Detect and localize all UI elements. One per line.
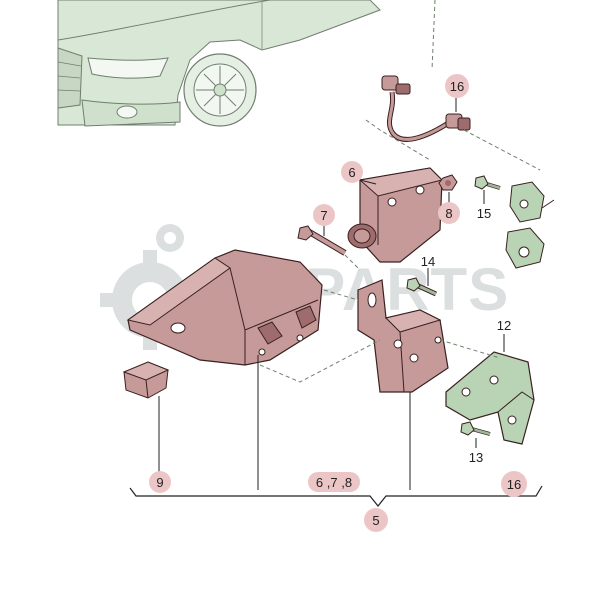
svg-text:16: 16 xyxy=(450,79,464,94)
callout-16-top: 16 xyxy=(445,74,469,98)
car-foglight xyxy=(116,105,138,119)
part-16-sensor-cable xyxy=(381,75,471,142)
svg-text:15: 15 xyxy=(477,206,491,221)
part-7-bolt xyxy=(297,225,347,256)
car-front-illustration xyxy=(57,0,381,127)
part-8-nut xyxy=(438,174,458,191)
svg-text:9: 9 xyxy=(156,475,163,490)
part-14-bolt xyxy=(406,277,438,297)
callout-8: 8 xyxy=(438,202,460,224)
svg-text:13: 13 xyxy=(469,450,483,465)
part-6-sensor-housing xyxy=(347,167,443,263)
svg-text:16: 16 xyxy=(507,477,521,492)
part-15-bolt xyxy=(474,175,501,190)
callout-9: 9 xyxy=(149,471,171,493)
callout-6: 6 xyxy=(341,161,363,183)
svg-text:6 ,7 ,8: 6 ,7 ,8 xyxy=(316,475,352,490)
callout-12: 12 xyxy=(497,318,511,333)
group-brace-5 xyxy=(129,485,543,507)
car-wheel xyxy=(183,53,257,127)
part-5-center-bracket xyxy=(357,279,449,393)
svg-text:12: 12 xyxy=(497,318,511,333)
callout-15: 15 xyxy=(477,206,491,221)
callout-14: 14 xyxy=(421,254,435,269)
svg-text:5: 5 xyxy=(372,513,379,528)
svg-text:6: 6 xyxy=(348,165,355,180)
car-body xyxy=(57,0,381,126)
svg-text:8: 8 xyxy=(445,206,452,221)
callout-13: 13 xyxy=(469,450,483,465)
callout-6-7-8: 6 ,7 ,8 xyxy=(308,472,360,492)
car-leader-dashed xyxy=(431,0,436,71)
alignment-dashed-lines xyxy=(259,119,541,383)
part-5-large-bracket xyxy=(126,249,323,366)
car-headlight xyxy=(87,57,169,79)
svg-text:7: 7 xyxy=(320,208,327,223)
part-green-mount-bracket xyxy=(505,181,555,269)
callout-5: 5 xyxy=(364,508,388,532)
svg-text:14: 14 xyxy=(421,254,435,269)
part-12-green-bracket xyxy=(445,351,535,445)
part-9-clip xyxy=(122,361,170,399)
callout-7: 7 xyxy=(313,204,335,226)
callout-16-bottom: 16 xyxy=(501,471,527,497)
car-hood-line xyxy=(57,0,271,41)
part-13-bolt xyxy=(460,421,491,436)
